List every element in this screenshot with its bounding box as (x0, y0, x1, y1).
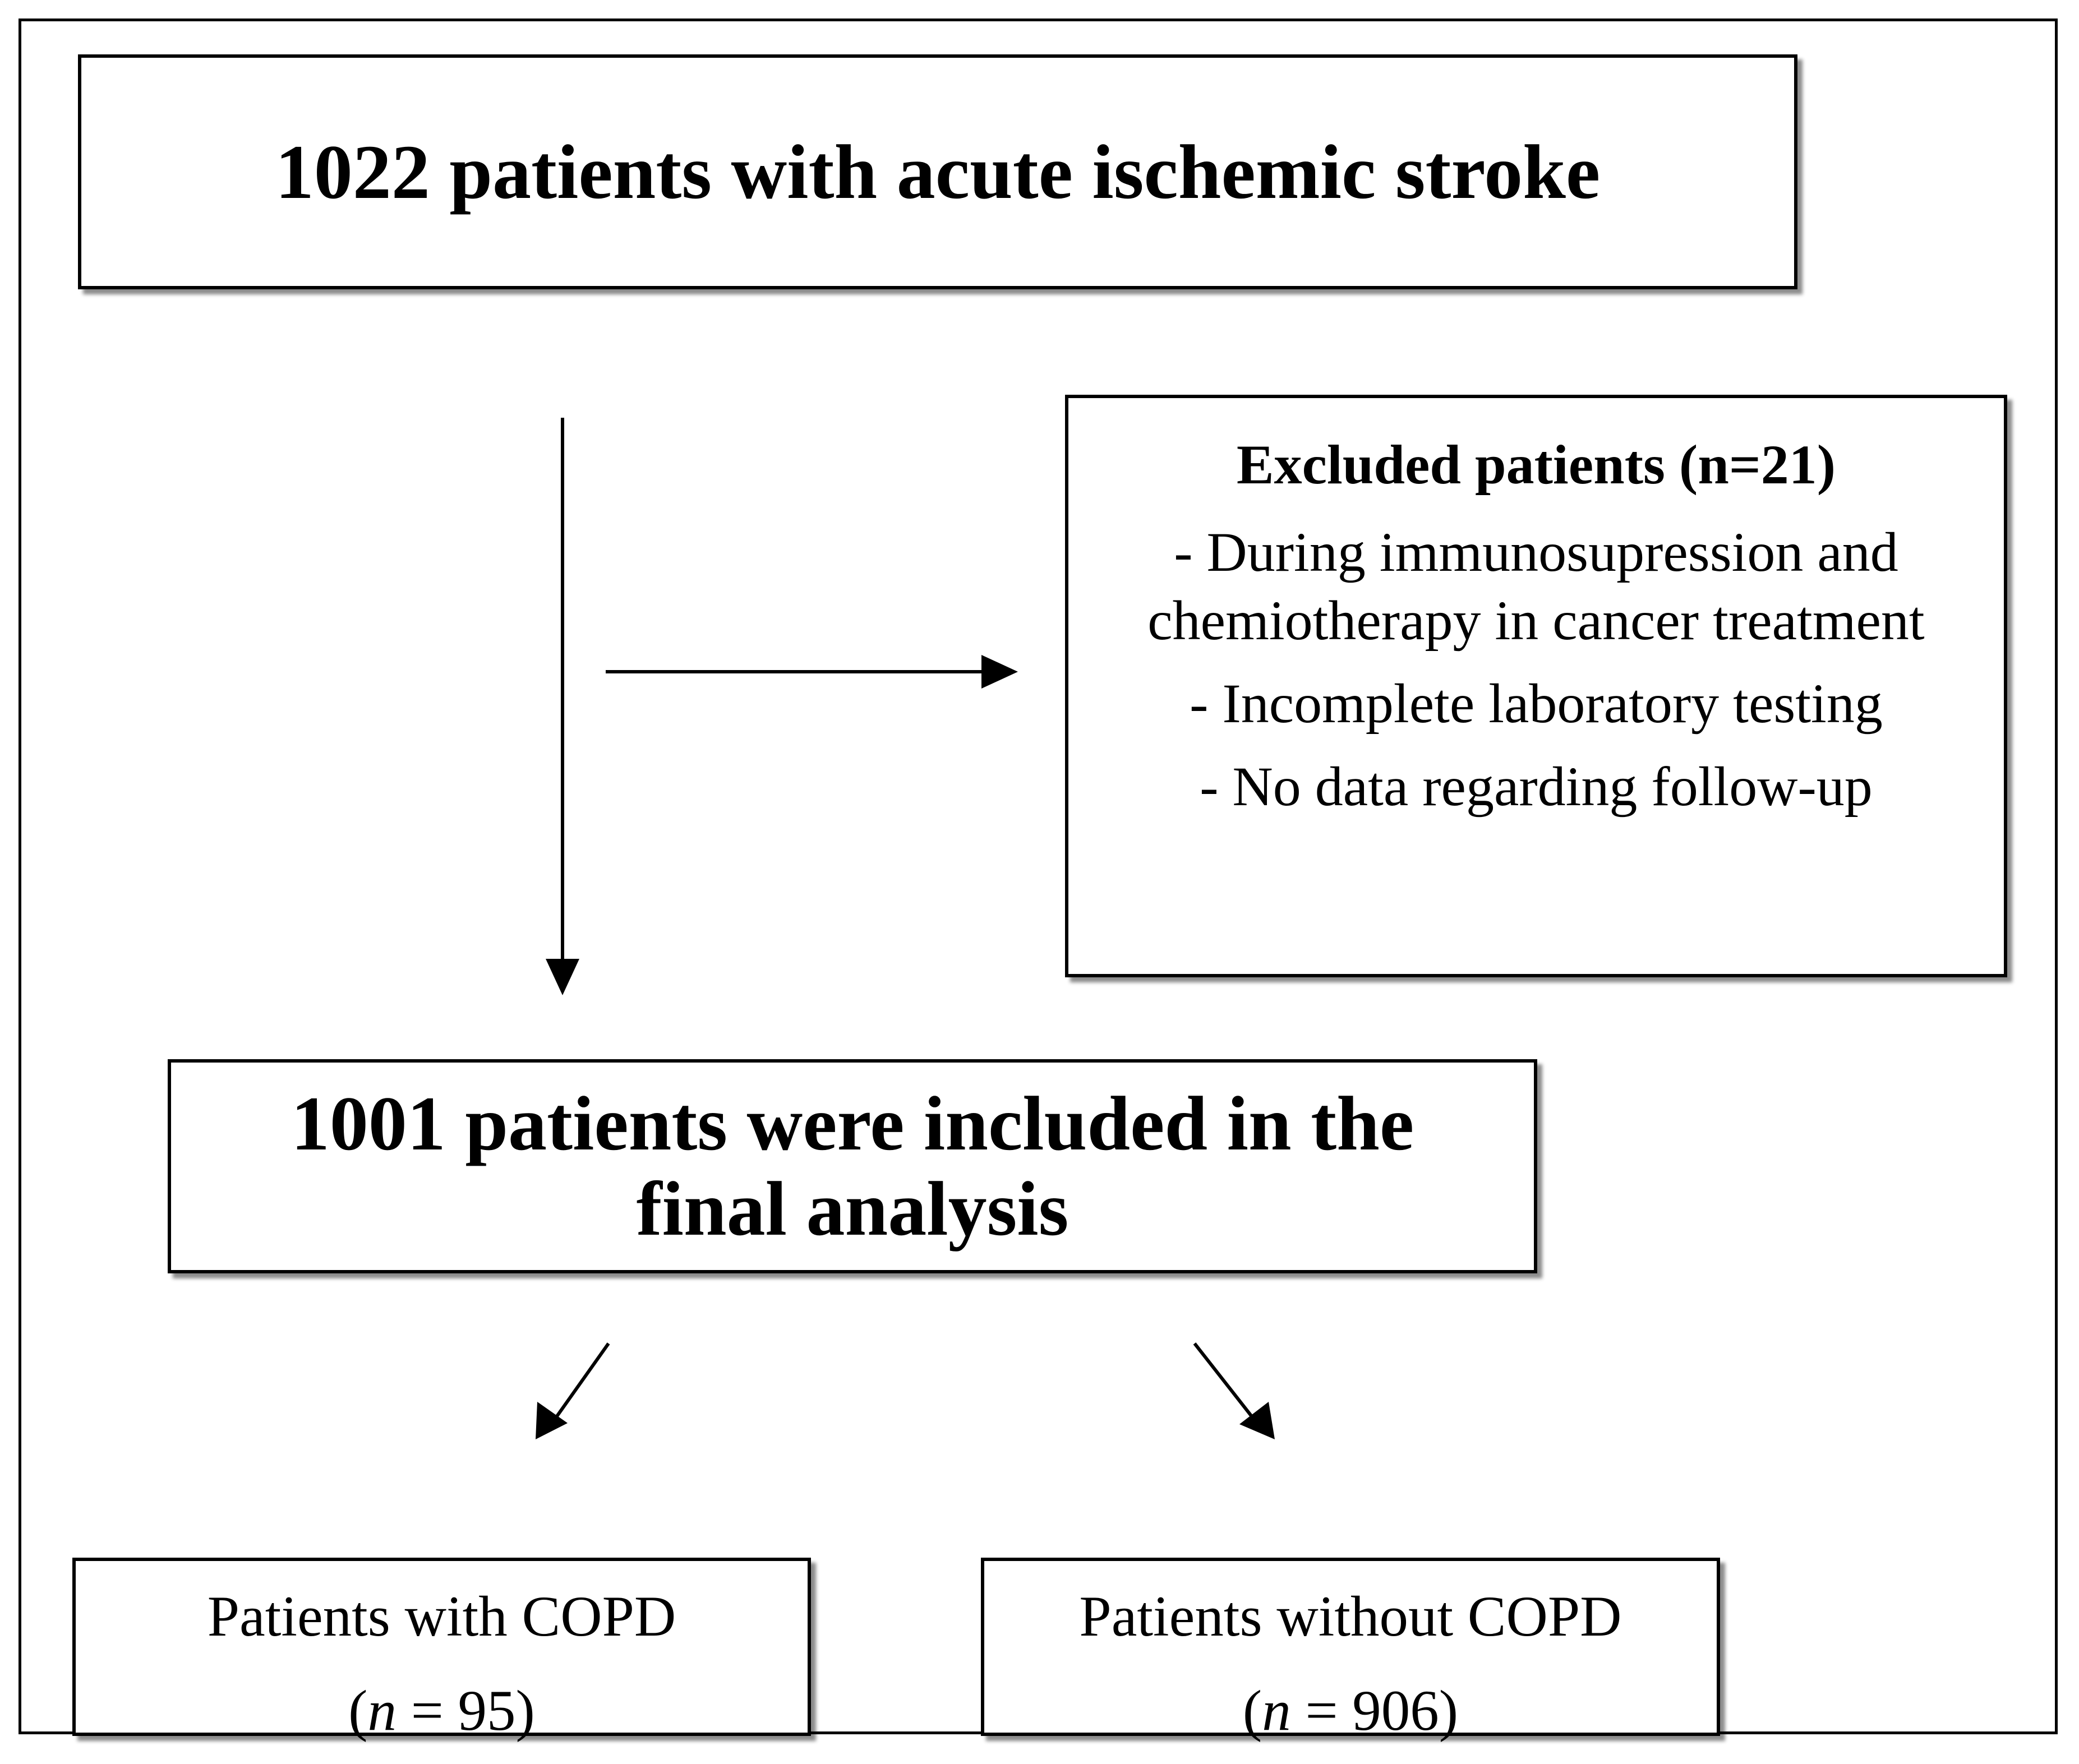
no-copd-group-box: Patients without COPD (n = 906) (981, 1558, 1720, 1743)
enrolled-box: 1022 patients with acute ischemic stroke (78, 54, 1797, 289)
included-text: 1001 patients were included in the final… (291, 1080, 1414, 1252)
excluded-title: Excluded patients (n=21) (1236, 433, 1836, 496)
copd-group-box: Patients with COPD (n = 95) (72, 1558, 811, 1743)
copd-group-count: (n = 95) (348, 1679, 535, 1743)
enrolled-text: 1022 patients with acute ischemic stroke (275, 128, 1601, 215)
included-box: 1001 patients were included in the final… (168, 1059, 1537, 1273)
no-copd-group-label: Patients without COPD (1079, 1585, 1622, 1648)
excluded-item-follow-up: - No data regarding follow-up (1200, 755, 1873, 818)
no-copd-group-count: (n = 906) (1242, 1679, 1459, 1743)
copd-group-label: Patients with COPD (207, 1585, 676, 1648)
excluded-item-laboratory: - Incomplete laboratory testing (1190, 672, 1883, 735)
excluded-box: Excluded patients (n=21) - During immuno… (1065, 395, 2007, 977)
excluded-item-immunosuppression: - During immunosupression and chemiother… (1147, 521, 1925, 652)
